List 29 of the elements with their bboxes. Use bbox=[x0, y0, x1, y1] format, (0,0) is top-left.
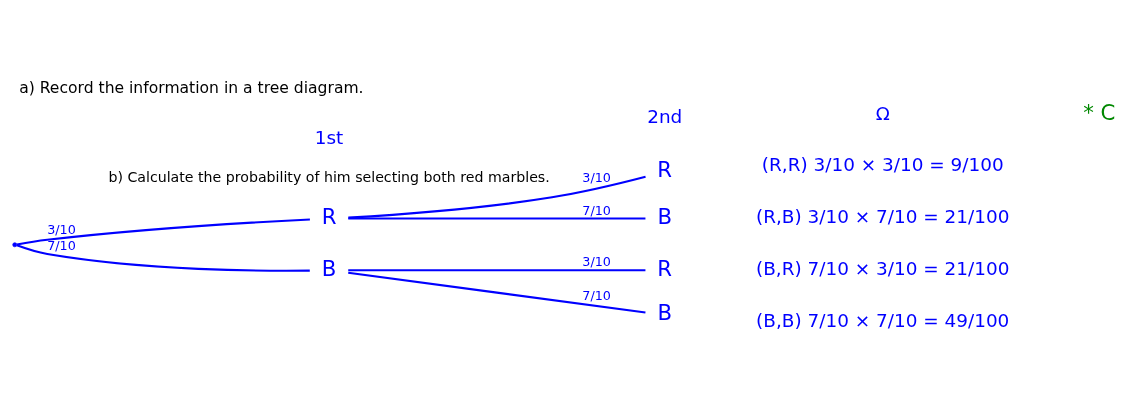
connector bbox=[348, 217, 646, 220]
node-text: B bbox=[321, 255, 337, 281]
node-text: R bbox=[657, 255, 673, 281]
node-text: B bbox=[657, 203, 673, 229]
edge-label: 7/10 bbox=[47, 238, 76, 254]
node-text: R bbox=[321, 203, 337, 229]
node-text: B bbox=[657, 300, 673, 326]
connector bbox=[348, 175, 646, 219]
label: (B,R) 7/10 × 3/10 = 21/100 bbox=[756, 257, 1010, 279]
label: * C bbox=[1083, 100, 1116, 126]
label: 2nd bbox=[647, 106, 683, 128]
label: (R,B) 3/10 × 7/10 = 21/100 bbox=[756, 206, 1010, 228]
connector bbox=[348, 271, 646, 314]
edge-label: 3/10 bbox=[47, 221, 76, 237]
edge-label: 7/10 bbox=[582, 202, 612, 218]
connector bbox=[16, 218, 310, 246]
connector bbox=[348, 269, 646, 272]
label: (R,R) 3/10 × 3/10 = 9/100 bbox=[761, 154, 1004, 176]
label: Ω bbox=[875, 102, 890, 124]
node-point bbox=[12, 242, 18, 248]
label: 1st bbox=[314, 126, 344, 148]
connector bbox=[16, 244, 310, 272]
node-text: R bbox=[657, 157, 673, 183]
edge-label: 7/10 bbox=[582, 287, 612, 303]
label: b) Calculate the probability of him selecting both red marbles. bbox=[108, 168, 550, 185]
label: (B,B) 7/10 × 7/10 = 49/100 bbox=[756, 309, 1010, 331]
edge-label: 3/10 bbox=[582, 254, 612, 270]
diagram-title: a) Record the information in a tree diagram. bbox=[19, 79, 364, 98]
edge-label: 3/10 bbox=[582, 169, 612, 185]
